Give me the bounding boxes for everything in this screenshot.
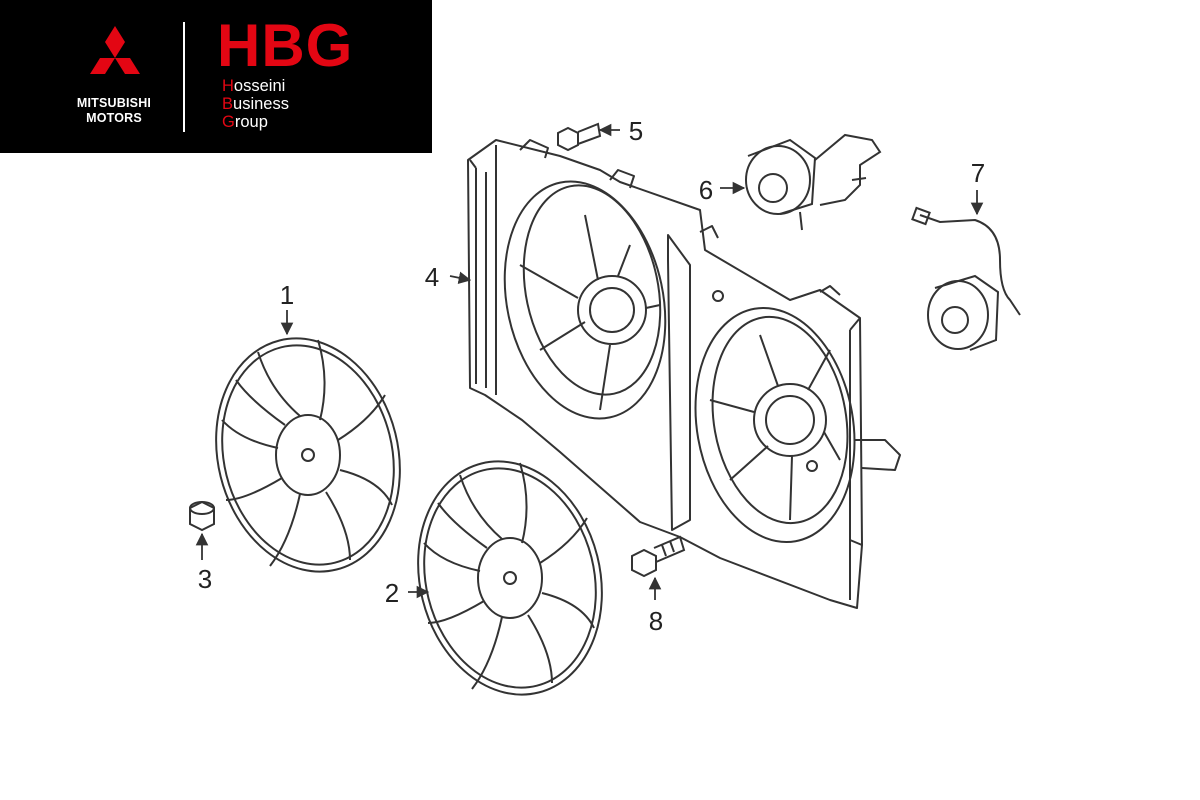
callout-2: 2 bbox=[385, 578, 399, 608]
bolt-8 bbox=[631, 535, 686, 578]
fan-shroud bbox=[467, 139, 901, 609]
callout-8: 8 bbox=[649, 606, 663, 636]
fan-blade-1 bbox=[215, 337, 401, 573]
maker-name: MITSUBISHI MOTORS bbox=[58, 96, 170, 126]
fan-blade-2 bbox=[417, 460, 603, 696]
brand-banner: MITSUBISHI MOTORS HBG Hosseini Business … bbox=[0, 0, 432, 153]
callout-leaders bbox=[195, 123, 984, 600]
maker-line: MITSUBISHI bbox=[76, 96, 152, 110]
callout-1: 1 bbox=[280, 280, 294, 310]
group-name: Hosseini Business Group bbox=[222, 77, 289, 131]
mitsubishi-diamonds-logo bbox=[90, 26, 140, 74]
group-name-line: Group bbox=[222, 113, 268, 131]
group-name-line: Business bbox=[222, 95, 289, 113]
group-abbreviation: HBG bbox=[217, 12, 354, 79]
callout-7: 7 bbox=[971, 158, 985, 188]
callout-5: 5 bbox=[629, 116, 643, 146]
bolt-5 bbox=[557, 122, 602, 152]
callout-6: 6 bbox=[699, 175, 713, 205]
callout-3: 3 bbox=[198, 564, 212, 594]
banner-divider bbox=[183, 22, 185, 132]
fan-motor-7 bbox=[911, 206, 1021, 351]
maker-line: MOTORS bbox=[86, 111, 142, 125]
fan-motor-6 bbox=[745, 133, 882, 231]
nut-3 bbox=[189, 500, 215, 532]
group-name-line: Hosseini bbox=[222, 77, 286, 95]
callout-4: 4 bbox=[425, 262, 439, 292]
